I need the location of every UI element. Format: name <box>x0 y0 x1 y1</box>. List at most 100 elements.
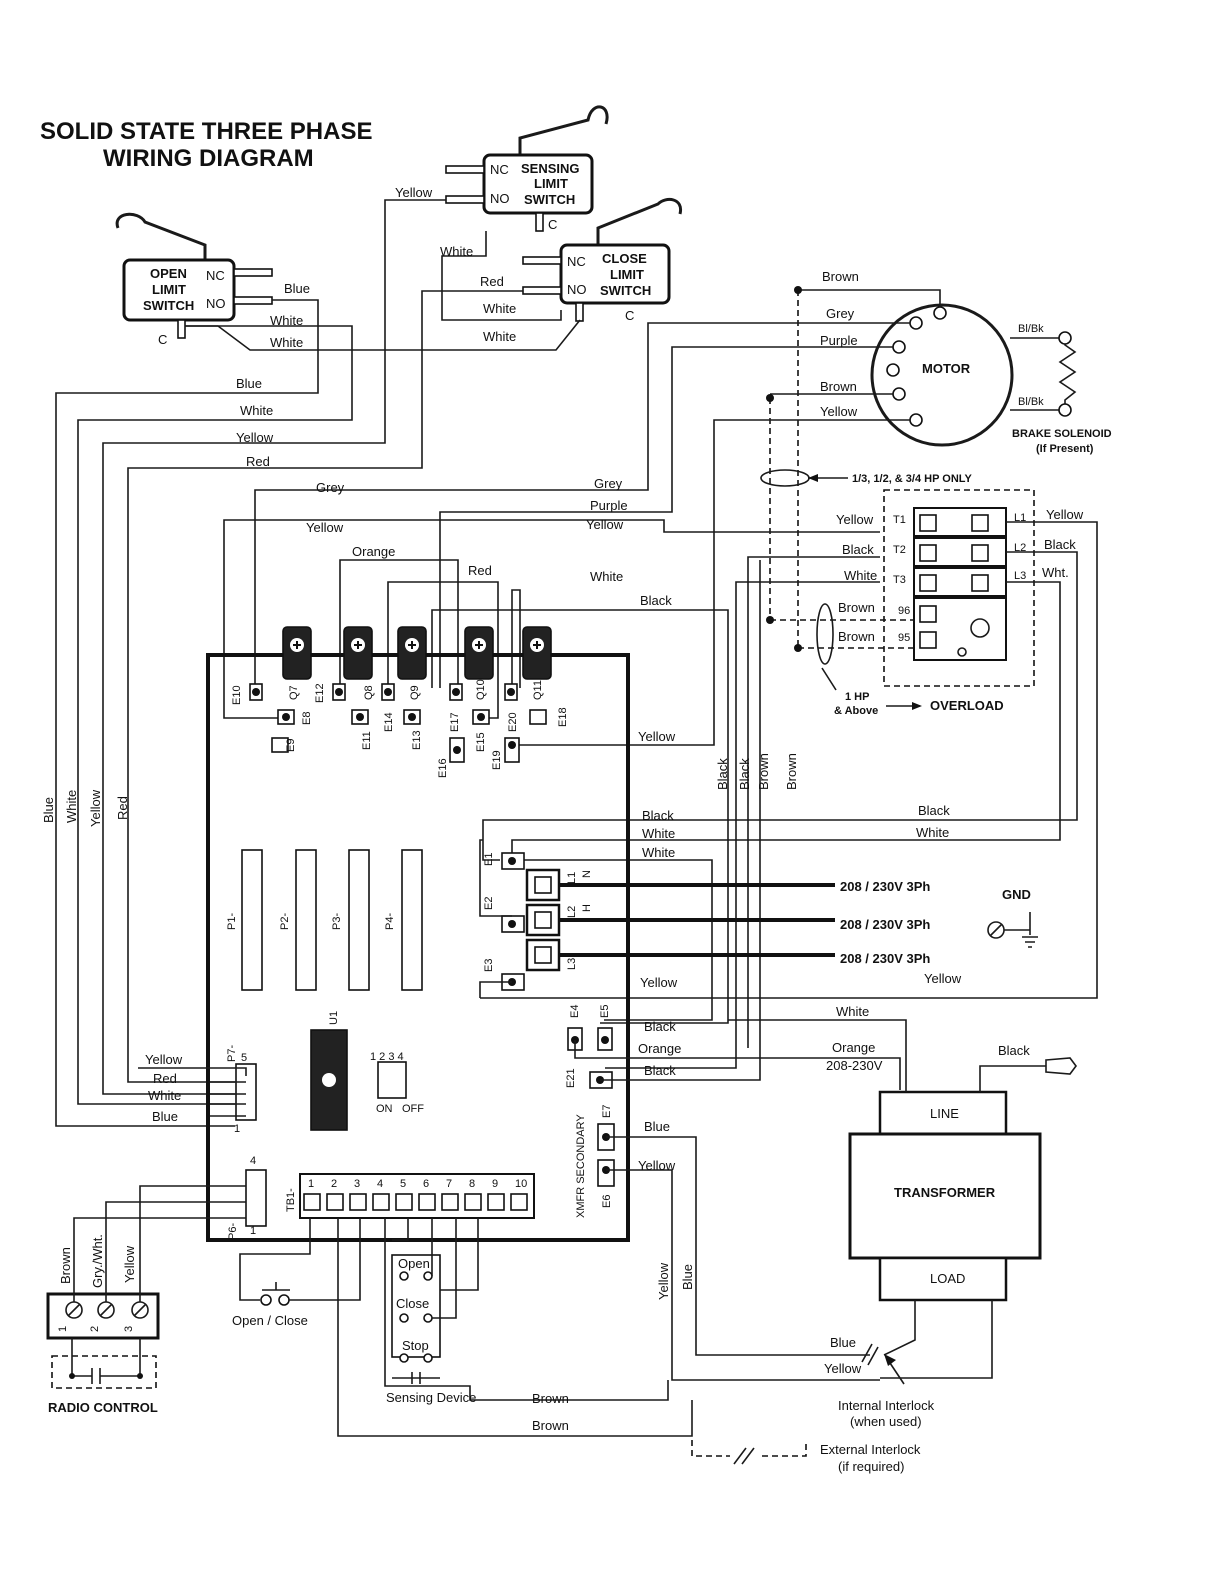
overload-above: & Above <box>834 705 878 717</box>
open-switch-label-2: LIMIT <box>152 282 186 297</box>
bl-bk-top: Bl/Bk <box>1018 323 1044 335</box>
tb1-terminal-number: 2 <box>331 1178 337 1190</box>
sensing-switch-nc: NC <box>490 162 509 177</box>
q8-label: Q8 <box>363 685 375 700</box>
internal-interlock: Internal Interlock <box>838 1398 935 1413</box>
transformer-label: TRANSFORMER <box>894 1185 996 1200</box>
dip-numbers: 1 2 3 4 <box>370 1051 404 1063</box>
control-wires: Open / Close Brown Brown Open Close Stop… <box>232 1218 921 1474</box>
transistor-q9 <box>397 626 427 680</box>
e20-label: E20 <box>507 712 519 732</box>
wire-label-red-vertical: Red <box>115 796 130 820</box>
motor-label: MOTOR <box>922 361 971 376</box>
wire-label-white-board: White <box>590 569 623 584</box>
e17-label: E17 <box>449 712 461 732</box>
wire-label-red-p7: Red <box>153 1071 177 1086</box>
overload-t3: T3 <box>893 574 906 586</box>
overload-95: 95 <box>898 632 910 644</box>
sensing-switch-c: C <box>548 217 557 232</box>
e9-label: E9 <box>285 739 297 752</box>
tb1-terminal-number: 10 <box>515 1178 527 1190</box>
wire-label-yellow-vertical: Yellow <box>88 789 103 827</box>
wire-label-brown-bottom-2: Brown <box>532 1418 569 1433</box>
wire-label-yellow-e19: Yellow <box>638 729 676 744</box>
q9-label: Q9 <box>409 685 421 700</box>
brake-solenoid-label: BRAKE SOLENOID <box>1012 428 1112 440</box>
connector-p6: P6- 4 1 <box>227 1155 267 1240</box>
tb1-terminal <box>326 1193 344 1211</box>
tb1-terminal <box>487 1193 505 1211</box>
wire-label-black-e21: Black <box>644 1063 676 1078</box>
transistor-q7 <box>282 626 312 680</box>
transformer-load: LOAD <box>930 1271 965 1286</box>
transistor-q8 <box>343 626 373 680</box>
p6-pin4: 4 <box>250 1155 256 1167</box>
p6-pin1: 1 <box>250 1225 256 1237</box>
wire-label-blue-vertical: Blue <box>41 797 56 823</box>
e2-label: E2 <box>483 897 495 910</box>
u1-label: U1 <box>328 1011 340 1025</box>
open-switch-c: C <box>158 332 167 347</box>
close-switch-label-2: LIMIT <box>610 267 644 282</box>
tb1-terminal <box>349 1193 367 1211</box>
e19-label: E19 <box>491 750 503 770</box>
wire-label-yellow-board: Yellow <box>586 517 624 532</box>
wire-label-black-v1: Black <box>715 758 730 790</box>
wire-label-white-open-1: White <box>270 313 303 328</box>
brake-solenoid-note: (If Present) <box>1036 443 1094 455</box>
sensing-device-label: Sensing Device <box>386 1390 476 1405</box>
overload-t1: T1 <box>893 514 906 526</box>
hp-note: 1/3, 1/2, & 3/4 HP ONLY <box>852 473 973 485</box>
wire-label-black-gnd: Black <box>998 1043 1030 1058</box>
tb1-terminal <box>510 1193 528 1211</box>
wire-label-orange-top: Orange <box>352 544 395 559</box>
tb1-terminal <box>464 1193 482 1211</box>
wire-label-blue-open: Blue <box>284 281 310 296</box>
wire-label-brown-motor-1: Brown <box>822 269 859 284</box>
power-line-2: 208 / 230V 3Ph <box>840 917 930 932</box>
wire-label-white-t3: White <box>844 568 877 583</box>
radio-term-3: 3 <box>123 1326 135 1332</box>
wire-label-black-v2: Black <box>737 758 752 790</box>
connector-p1: P1- <box>226 849 263 991</box>
tb1-terminal <box>418 1193 436 1211</box>
motor: MOTOR Bl/Bk Bl/Bk BRAKE SOLENOID (If Pre… <box>870 303 1112 455</box>
p7-pin5: 5 <box>241 1052 247 1064</box>
open-switch-nc: NC <box>206 268 225 283</box>
e14-label: E14 <box>383 712 395 732</box>
close-switch-no: NO <box>567 282 587 297</box>
e1-label: E1 <box>483 853 495 866</box>
motor-wires: Brown Grey Purple Brown Yellow 1/3, 1/2,… <box>223 269 973 1069</box>
p3-label: P3- <box>331 913 343 930</box>
internal-interlock-note: (when used) <box>850 1414 922 1429</box>
p2-label: P2- <box>279 913 291 930</box>
connector-p4: P4- <box>384 849 423 991</box>
overload: T1 T2 T3 96 95 L1 L2 L3 Yellow Black Whi… <box>480 489 1098 1021</box>
close-switch-c: C <box>625 308 634 323</box>
open-button: Open <box>398 1256 430 1271</box>
sensing-limit-switch: NC NO SENSING LIMIT SWITCH C <box>445 105 609 232</box>
connector-p7: P7- 5 1 <box>226 1045 257 1135</box>
tb1-terminal-number: 3 <box>354 1178 360 1190</box>
open-nc-terminal <box>233 268 273 277</box>
close-switch-nc: NC <box>567 254 586 269</box>
wire-label-black-right: Black <box>918 803 950 818</box>
power-terminal-block: L1 N L2 H L3 <box>525 868 593 972</box>
wire-label-blue-interlock: Blue <box>830 1335 856 1350</box>
e13-label: E13 <box>411 730 423 750</box>
wire-label-brown-bottom-1: Brown <box>532 1391 569 1406</box>
wire-label-red-board: Red <box>468 563 492 578</box>
power-line-1: 208 / 230V 3Ph <box>840 879 930 894</box>
open-close-label: Open / Close <box>232 1313 308 1328</box>
wire-label-black-e1: Black <box>642 808 674 823</box>
connector-p2: P2- <box>279 849 317 991</box>
overload-l1: L1 <box>1014 512 1026 524</box>
wire-label-white-close-2: White <box>483 329 516 344</box>
e18-label: E18 <box>557 707 569 727</box>
e3-label: E3 <box>483 959 495 972</box>
wire-label-white-sensing: White <box>440 244 473 259</box>
wire-label-black-t2: Black <box>842 542 874 557</box>
wire-label-orange-xfmr: Orange <box>832 1040 875 1055</box>
wire-label-wht-l3: Wht. <box>1042 565 1069 580</box>
wire-label-grey-board: Grey <box>594 476 623 491</box>
